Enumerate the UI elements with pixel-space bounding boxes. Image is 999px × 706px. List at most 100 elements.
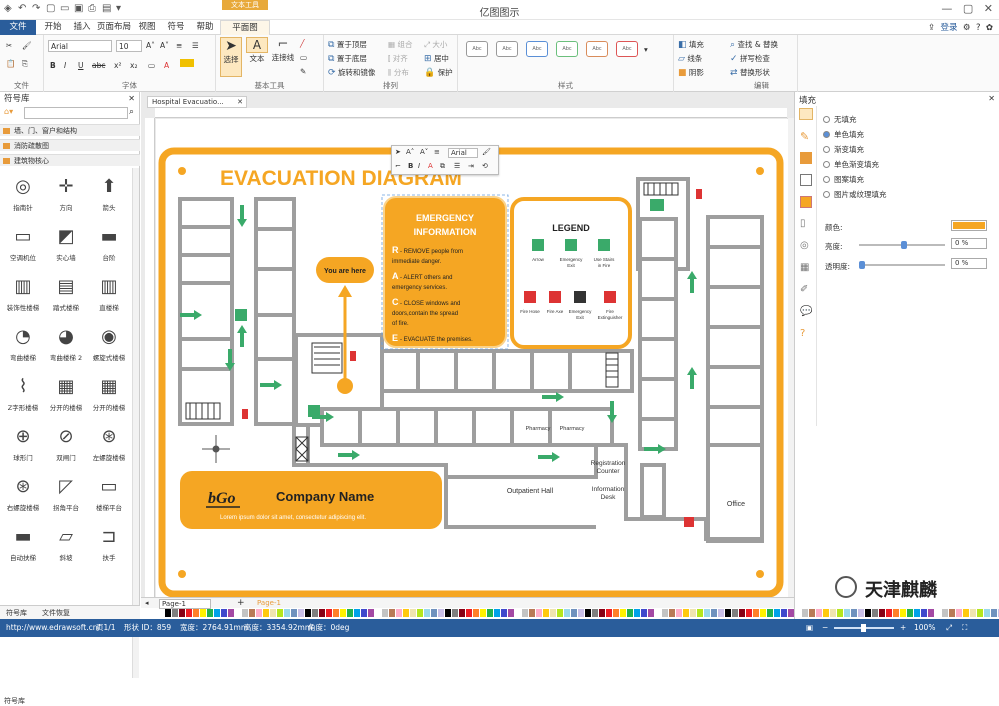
palette-swatch[interactable] [179, 609, 185, 617]
palette-swatch[interactable] [494, 609, 500, 617]
palette-swatch[interactable] [466, 609, 472, 617]
palette-swatch[interactable] [641, 609, 647, 617]
palette-swatch[interactable] [928, 609, 934, 617]
size-button[interactable]: ⤢ 大小 [424, 39, 447, 50]
palette-swatch[interactable] [487, 609, 493, 617]
radio-icon[interactable] [823, 191, 830, 198]
fill-option[interactable]: 单色填充 [823, 129, 864, 140]
symbol-item[interactable]: ◔弯曲楼梯 [2, 326, 44, 362]
zoom-out-icon[interactable]: − [822, 623, 829, 632]
mini-pointer-icon[interactable]: ➤ [395, 148, 401, 156]
tab-page-layout[interactable]: 页面布局 [96, 22, 131, 32]
palette-swatch[interactable] [725, 609, 731, 617]
palette-swatch[interactable] [718, 609, 724, 617]
symbol-item[interactable]: ⊛左螺旋楼梯 [88, 426, 130, 462]
mini-brush-icon[interactable]: 🖌 [482, 148, 491, 156]
print-icon[interactable]: ⎙ [88, 3, 96, 14]
palette-swatch[interactable] [438, 609, 444, 617]
symbol-list-scrollbar[interactable] [132, 168, 139, 678]
symbol-item[interactable]: ◎指南针 [2, 176, 44, 212]
palette-swatch[interactable] [256, 609, 262, 617]
transparency-input[interactable]: 0 % [951, 258, 987, 269]
palette-swatch[interactable] [879, 609, 885, 617]
palette-swatch[interactable] [193, 609, 199, 617]
zoom-level[interactable]: 100% [914, 623, 936, 632]
palette-swatch[interactable] [417, 609, 423, 617]
palette-swatch[interactable] [501, 609, 507, 617]
font-color-icon[interactable]: A [164, 61, 170, 70]
palette-swatch[interactable] [165, 609, 171, 617]
palette-swatch[interactable] [529, 609, 535, 617]
fill-option[interactable]: 无填充 [823, 114, 857, 125]
zoom-slider[interactable] [834, 624, 894, 632]
symbol-item[interactable]: ▦分开的楼梯 [88, 376, 130, 412]
style-preset-5[interactable]: Abc [586, 41, 608, 57]
mini-align-icon[interactable]: ≡ [434, 148, 440, 156]
symbol-item[interactable]: ◉螺旋式楼梯 [88, 326, 130, 362]
footer-tab-recovery[interactable]: 文件恢复 [42, 609, 70, 617]
palette-swatch[interactable] [375, 609, 381, 617]
fit-width-icon[interactable]: ⤢ [946, 623, 952, 632]
palette-swatch[interactable] [893, 609, 899, 617]
brightness-slider[interactable] [859, 241, 945, 249]
palette-swatch[interactable] [963, 609, 969, 617]
palette-swatch[interactable] [774, 609, 780, 617]
mini-grow-font-icon[interactable]: A˄ [406, 148, 415, 156]
palette-swatch[interactable] [851, 609, 857, 617]
palette-swatch[interactable] [242, 609, 248, 617]
palette-swatch[interactable] [802, 609, 808, 617]
palette-swatch[interactable] [284, 609, 290, 617]
palette-swatch[interactable] [662, 609, 668, 617]
transparency-slider-thumb[interactable] [859, 261, 865, 269]
mini-shrink-font-icon[interactable]: A˅ [420, 148, 429, 156]
palette-swatch[interactable] [249, 609, 255, 617]
grow-font-icon[interactable]: A˄ [146, 41, 155, 50]
shrink-font-icon[interactable]: A˅ [160, 41, 169, 50]
palette-swatch[interactable] [627, 609, 633, 617]
mini-list-icon[interactable]: ☰ [454, 162, 461, 170]
palette-swatch[interactable] [459, 609, 465, 617]
page-tab-active[interactable]: Page-1 [257, 599, 281, 607]
palette-swatch[interactable] [557, 609, 563, 617]
tab-symbols[interactable]: 符号 [167, 22, 185, 32]
palette-swatch[interactable] [515, 609, 521, 617]
style-preset-1[interactable]: Abc [466, 41, 488, 57]
symbol-item[interactable]: ▤踏式楼梯 [45, 276, 87, 312]
palette-swatch[interactable] [739, 609, 745, 617]
search-icon[interactable]: ⌕ [129, 107, 135, 117]
palette-swatch[interactable] [326, 609, 332, 617]
radio-icon[interactable] [823, 131, 830, 138]
palette-swatch[interactable] [452, 609, 458, 617]
brightness-slider-thumb[interactable] [901, 241, 907, 249]
symbol-item[interactable]: ▥装饰性楼梯 [2, 276, 44, 312]
style-tool-icon[interactable] [800, 196, 812, 208]
palette-swatch[interactable] [221, 609, 227, 617]
palette-swatch[interactable] [277, 609, 283, 617]
palette-swatch[interactable] [361, 609, 367, 617]
palette-swatch[interactable] [613, 609, 619, 617]
company-banner[interactable] [180, 471, 442, 529]
italic-icon[interactable]: I [64, 61, 67, 70]
layers-tool-icon[interactable]: ◎ [800, 240, 809, 251]
palette-swatch[interactable] [984, 609, 990, 617]
subscript-icon[interactable]: x₂ [130, 61, 138, 70]
palette-swatch[interactable] [543, 609, 549, 617]
select-tool-button[interactable]: ➤ 选择 [220, 37, 242, 77]
login-link[interactable]: 登录 [940, 23, 958, 33]
font-size-select[interactable]: 10 [116, 40, 142, 52]
palette-swatch[interactable] [480, 609, 486, 617]
palette-swatch[interactable] [634, 609, 640, 617]
paste-icon[interactable]: 📋 [6, 59, 16, 68]
palette-swatch[interactable] [354, 609, 360, 617]
rotate-mirror-button[interactable]: ⟳ 旋转和镜像 [328, 67, 375, 78]
palette-swatch[interactable] [872, 609, 878, 617]
palette-swatch[interactable] [760, 609, 766, 617]
library-home-icon[interactable]: ⌂▾ [4, 107, 14, 116]
data-tool-icon[interactable]: ▦ [800, 262, 810, 273]
palette-swatch[interactable] [900, 609, 906, 617]
palette-swatch[interactable] [578, 609, 584, 617]
strikethrough-icon[interactable]: abc [92, 61, 106, 70]
palette-swatch[interactable] [669, 609, 675, 617]
palette-swatch[interactable] [767, 609, 773, 617]
mini-bold-icon[interactable]: B [408, 162, 414, 170]
